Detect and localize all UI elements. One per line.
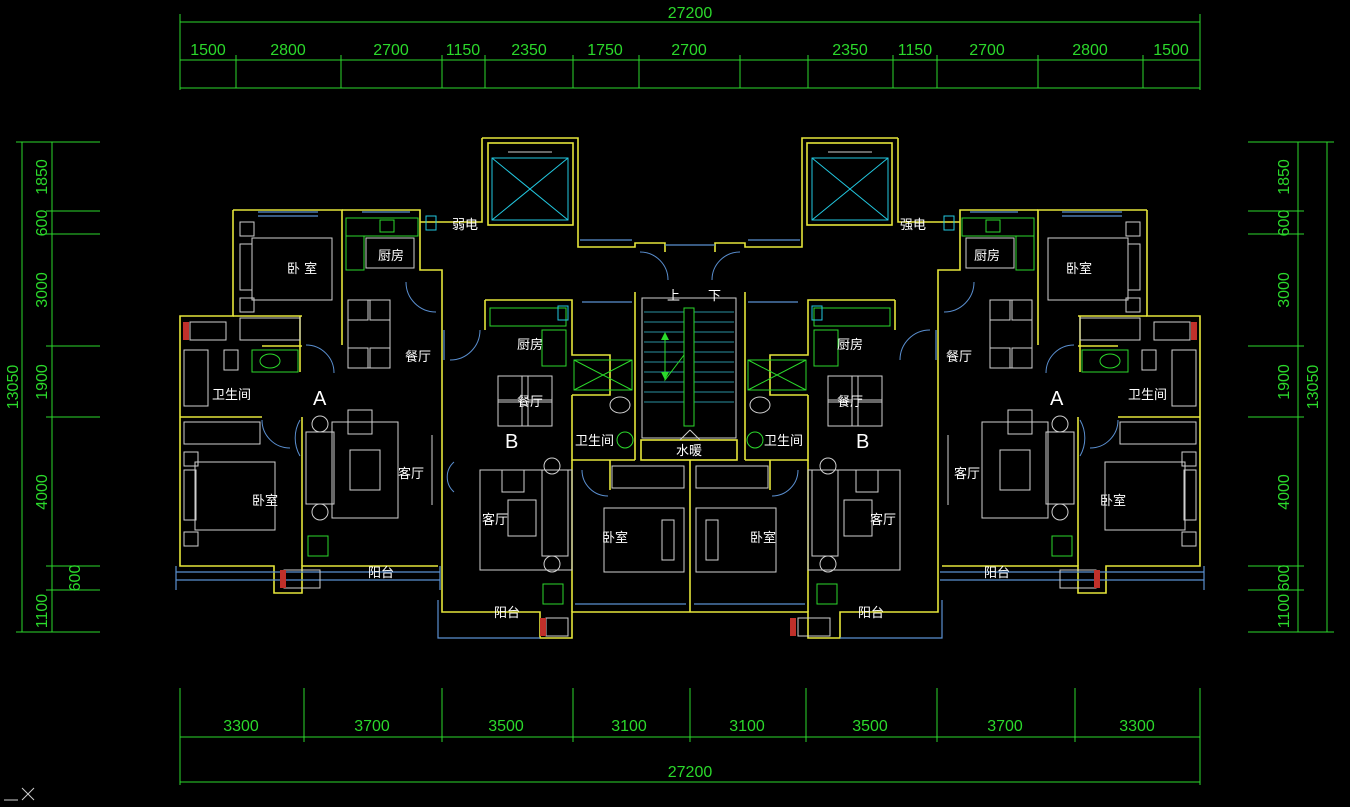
- bottom-dim-7: 3700: [987, 718, 1023, 735]
- right-dim-1: 1850: [1276, 159, 1293, 195]
- bottom-dim-3: 3500: [488, 718, 524, 735]
- room-label-dining: 餐厅: [405, 349, 431, 365]
- top-dim-5: 2350: [511, 42, 547, 59]
- room-label-dining: 餐厅: [946, 349, 972, 365]
- walls: [179, 137, 1201, 639]
- room-label-living: 客厅: [398, 466, 424, 482]
- bottom-dim-6: 3500: [852, 718, 888, 735]
- room-label-dining: 餐厅: [517, 394, 543, 410]
- unit-label-b: B: [505, 431, 518, 453]
- top-dim-11: 2800: [1072, 42, 1108, 59]
- room-label-weak-current: 弱电: [452, 218, 478, 233]
- top-dim-8: 2350: [832, 42, 868, 59]
- staircase: 上 下: [641, 289, 737, 441]
- room-label-bedroom: 卧室: [1066, 261, 1092, 277]
- room-label-bathroom: 卫生间: [764, 434, 803, 449]
- right-dim-3: 3000: [1276, 272, 1293, 308]
- top-dim-10: 2700: [969, 42, 1005, 59]
- elevator-left: [491, 151, 569, 221]
- room-label-balcony: 阳台: [368, 566, 394, 581]
- room-label-balcony: 阳台: [858, 606, 884, 621]
- right-dim-5: 4000: [1276, 474, 1293, 510]
- right-dim-7: 1100: [1276, 594, 1293, 629]
- left-dim-6: 600: [67, 565, 84, 592]
- room-label-water-heating: 水暖: [676, 444, 702, 459]
- room-label-dining: 餐厅: [837, 394, 863, 410]
- top-dim-4: 1150: [446, 42, 481, 59]
- room-label-living: 客厅: [954, 466, 980, 482]
- bottom-total-dim: 27200: [668, 764, 713, 781]
- room-label-bedroom: 卧室: [1100, 493, 1126, 509]
- room-labels: 卧 室 厨房 弱电 餐厅 卫生间 A 客厅 卧室 阳台 厨房 餐厅 B 卫生间 …: [212, 218, 1167, 621]
- top-dim-7: 2700: [671, 42, 707, 59]
- door-swings: [261, 251, 1119, 497]
- room-label-bathroom: 卫生间: [1128, 388, 1167, 403]
- unit-label-a: A: [1050, 388, 1064, 410]
- room-label-balcony: 阳台: [984, 566, 1010, 581]
- room-label-balcony: 阳台: [494, 606, 520, 621]
- right-dim-2: 600: [1276, 210, 1293, 237]
- bottom-dim-2: 3700: [354, 718, 390, 735]
- left-dimensions: 13050 1850 600 3000 1900 4000 600 1100: [5, 141, 100, 633]
- top-dim-6: 1750: [587, 42, 623, 59]
- room-label-strong-current: 强电: [900, 218, 926, 233]
- left-dim-7: 1100: [34, 594, 51, 629]
- right-dim-6: 600: [1276, 565, 1293, 592]
- right-total-dim: 13050: [1305, 365, 1322, 410]
- unit-label-a: A: [313, 388, 327, 410]
- right-dim-4: 1900: [1276, 364, 1293, 400]
- left-dim-5: 4000: [34, 474, 51, 510]
- left-dim-3: 3000: [34, 272, 51, 308]
- top-dim-3: 2700: [373, 42, 409, 59]
- room-label-bedroom: 卧室: [602, 530, 628, 546]
- furniture: [183, 215, 1197, 637]
- top-dim-1: 1500: [190, 42, 226, 59]
- room-label-bedroom: 卧室: [252, 493, 278, 509]
- room-label-living: 客厅: [482, 512, 508, 528]
- bottom-dim-4: 3100: [611, 718, 647, 735]
- left-total-dim: 13050: [5, 365, 22, 410]
- bottom-dim-5: 3100: [729, 718, 765, 735]
- bottom-dim-1: 3300: [223, 718, 259, 735]
- room-label-bathroom: 卫生间: [575, 434, 614, 449]
- bottom-dim-8: 3300: [1119, 718, 1155, 735]
- windows: [175, 211, 1205, 639]
- room-label-bedroom: 卧 室: [287, 261, 317, 277]
- stair-up-label: 上: [667, 289, 680, 304]
- top-total-dim: 27200: [668, 5, 713, 22]
- top-dim-12: 1500: [1153, 42, 1189, 59]
- right-dimensions: 13050 1850 600 3000 1900 4000 600 1100: [1248, 141, 1334, 633]
- room-label-kitchen: 厨房: [517, 337, 543, 353]
- room-label-bedroom: 卧室: [750, 530, 776, 546]
- top-dim-2: 2800: [270, 42, 306, 59]
- left-dim-4: 1900: [34, 364, 51, 400]
- left-dim-2: 600: [34, 210, 51, 237]
- room-label-kitchen: 厨房: [974, 248, 1000, 264]
- unit-label-b: B: [856, 431, 869, 453]
- top-dimensions: 27200 1500 2800 2700 1150 2350 1750 2700…: [179, 5, 1201, 90]
- elevator-right: [811, 151, 889, 221]
- room-label-kitchen: 厨房: [378, 248, 404, 264]
- top-dim-9: 1150: [898, 42, 933, 59]
- ucs-cursor-icon: [4, 787, 35, 801]
- left-dim-1: 1850: [34, 159, 51, 195]
- bottom-dimensions: 3300 3700 3500 3100 3100 3500 3700 3300 …: [179, 688, 1201, 785]
- stair-down-label: 下: [708, 289, 721, 304]
- room-label-living: 客厅: [870, 512, 896, 528]
- room-label-kitchen: 厨房: [837, 337, 863, 353]
- room-label-bathroom: 卫生间: [212, 388, 251, 403]
